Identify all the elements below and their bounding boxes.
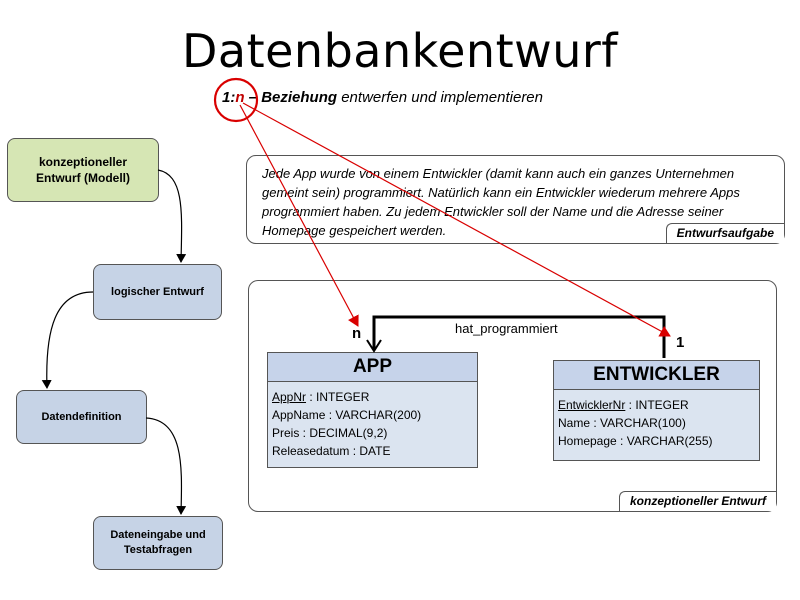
model-panel-label: konzeptioneller Entwurf (618, 491, 776, 511)
subtitle-rest: entwerfen und implementieren (337, 89, 543, 106)
highlight-circle (213, 77, 259, 123)
entity-app-attr: Preis : DECIMAL(9,2) (272, 426, 388, 440)
entity-developer-attr: Name : VARCHAR(100) (558, 416, 686, 430)
entity-developer[interactable]: ENTWICKLER EntwicklerNr : INTEGER Name :… (553, 360, 760, 461)
entity-developer-name: ENTWICKLER (554, 361, 759, 390)
task-panel-label: Entwurfsaufgabe (665, 223, 784, 243)
step-conceptual-line2: Entwurf (Modell) (36, 171, 130, 185)
relationship-arrowhead (366, 339, 382, 353)
subtitle-bold: Beziehung (261, 89, 338, 106)
entity-app-pk: AppNr : INTEGER (272, 388, 473, 406)
entity-app[interactable]: APP AppNr : INTEGER AppName : VARCHAR(20… (267, 352, 478, 468)
step-data-entry-line1: Dateneingabe und (110, 529, 206, 542)
step-logical[interactable]: logischer Entwurf (93, 264, 222, 320)
multiplicity-app: n (352, 325, 362, 342)
step-definition-label: Datendefinition (41, 410, 122, 423)
entity-app-pk-name: AppNr (272, 390, 307, 404)
red-arrow-to-n (239, 104, 359, 327)
step-definition[interactable]: Datendefinition (16, 390, 147, 444)
relationship-line (372, 315, 666, 358)
step-conceptual-line1: konzeptioneller (38, 154, 127, 169)
entity-developer-pk-type: : INTEGER (625, 398, 689, 412)
entity-app-attr: AppName : VARCHAR(200) (272, 408, 422, 422)
red-arrow-to-1 (242, 102, 671, 337)
step-data-entry-line2: Testabfragen (123, 544, 193, 556)
flow-arrow-1 (157, 169, 187, 263)
task-text: Jede App wurde von einem Entwickler (dam… (262, 166, 740, 238)
entity-developer-attributes: EntwicklerNr : INTEGER Name : VARCHAR(10… (554, 390, 759, 456)
page-subtitle: 1:n – Beziehung entwerfen und implementi… (222, 89, 543, 106)
entity-developer-pk-name: EntwicklerNr (558, 398, 626, 412)
subtitle-n: n (235, 89, 245, 106)
relationship-label: hat_programmiert (455, 321, 558, 336)
flow-arrow-3 (145, 417, 187, 515)
subtitle-one: 1: (222, 89, 236, 106)
entity-app-attr: Releasedatum : DATE (272, 444, 391, 458)
entity-developer-attr: Homepage : VARCHAR(255) (558, 434, 713, 448)
entity-app-attributes: AppNr : INTEGER AppName : VARCHAR(200) P… (268, 382, 477, 466)
flow-arrow-2 (41, 291, 94, 389)
subtitle-dash: – (244, 89, 262, 106)
multiplicity-developer: 1 (676, 334, 685, 351)
task-panel: Entwurfsaufgabe (246, 155, 785, 244)
entity-app-name: APP (268, 353, 477, 382)
entity-developer-pk: EntwicklerNr : INTEGER (558, 396, 755, 414)
page-title: Datenbankentwurf (181, 24, 618, 78)
step-logical-label: logischer Entwurf (111, 285, 204, 298)
entity-app-pk-type: : INTEGER (306, 390, 370, 404)
